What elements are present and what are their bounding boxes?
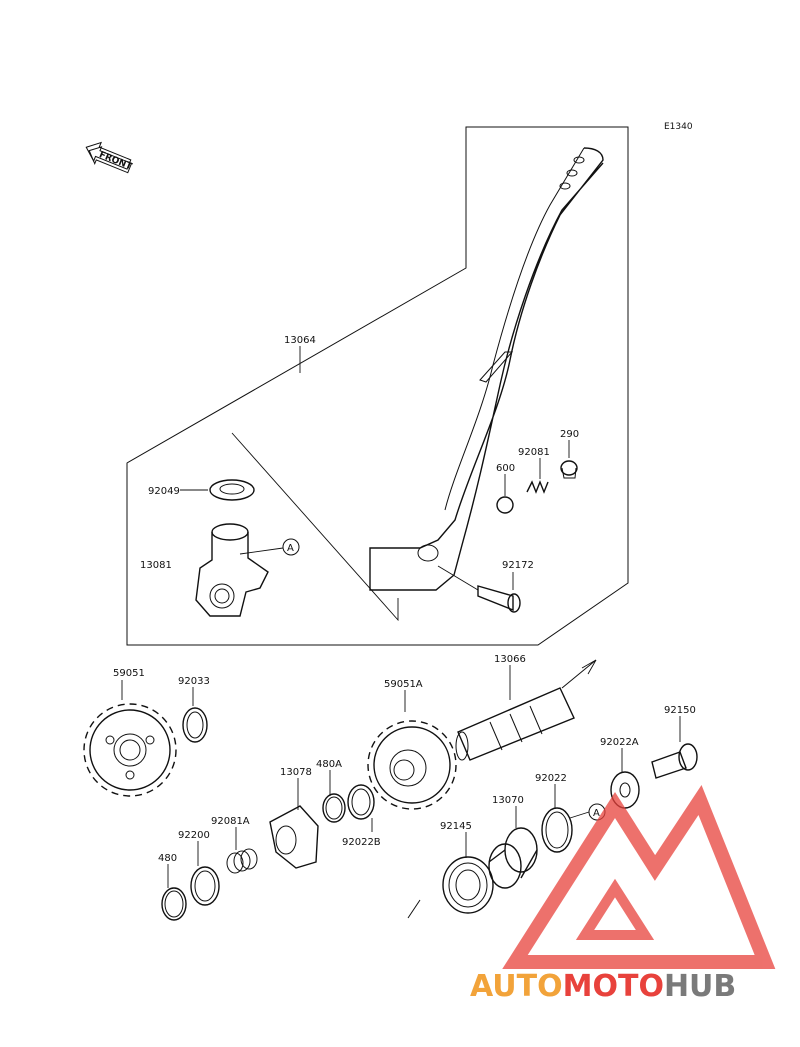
spring-92081 — [526, 480, 549, 494]
ring-480a — [322, 793, 346, 823]
diagram-code: E1340 — [664, 122, 693, 132]
ring-92033 — [182, 707, 208, 743]
label-480: 480 — [158, 853, 177, 864]
watermark-text: AUTOMOTOHUB — [470, 969, 736, 1004]
label-92200: 92200 — [178, 830, 210, 841]
gear-59051 — [83, 703, 177, 797]
watermark-part-2: MOTO — [563, 969, 664, 1004]
label-290: 290 — [560, 429, 579, 440]
label-480a: 480A — [316, 759, 342, 770]
plug-290 — [560, 460, 578, 479]
label-92081a: 92081A — [211, 816, 250, 827]
label-92049: 92049 — [148, 486, 180, 497]
watermark-logo-icon — [502, 785, 776, 969]
label-13066: 13066 — [494, 654, 526, 665]
gear-59051a — [367, 720, 457, 810]
spring-92081a — [226, 848, 258, 874]
label-92172: 92172 — [502, 560, 534, 571]
ring-92022b — [347, 784, 375, 820]
label-59051a: 59051A — [384, 679, 423, 690]
bolt-92150 — [651, 743, 698, 779]
label-13070: 13070 — [492, 795, 524, 806]
watermark-part-3: HUB — [664, 969, 736, 1004]
label-13078: 13078 — [280, 767, 312, 778]
collar-13070 — [488, 827, 538, 889]
label-92145: 92145 — [440, 821, 472, 832]
front-arrow-icon: FRONT — [85, 141, 134, 174]
callout-a-upper-letter: A — [287, 543, 294, 554]
holder-13081 — [195, 523, 269, 617]
label-92022a: 92022A — [600, 737, 639, 748]
shaft-13066 — [455, 659, 597, 761]
ball-600 — [496, 496, 514, 514]
spring-92145 — [407, 856, 494, 919]
callout-a-upper: A — [282, 538, 300, 556]
callout-a-lower-letter: A — [593, 808, 600, 819]
label-92033: 92033 — [178, 676, 210, 687]
label-13064: 13064 — [284, 335, 316, 346]
label-92150: 92150 — [664, 705, 696, 716]
ratchet-13078 — [269, 805, 319, 869]
bolt-92172 — [477, 585, 521, 613]
label-92022b: 92022B — [342, 837, 381, 848]
ring-92022 — [541, 807, 573, 853]
label-92081: 92081 — [518, 447, 550, 458]
kick-pedal-lever — [369, 147, 604, 591]
seal-92049 — [209, 479, 255, 501]
label-59051: 59051 — [113, 668, 145, 679]
assembly-box — [126, 126, 629, 646]
ring-480 — [161, 887, 187, 921]
label-92022: 92022 — [535, 773, 567, 784]
watermark-part-1: AUTO — [470, 969, 563, 1004]
ring-92200 — [190, 866, 220, 906]
label-600: 600 — [496, 463, 515, 474]
label-13081: 13081 — [140, 560, 172, 571]
